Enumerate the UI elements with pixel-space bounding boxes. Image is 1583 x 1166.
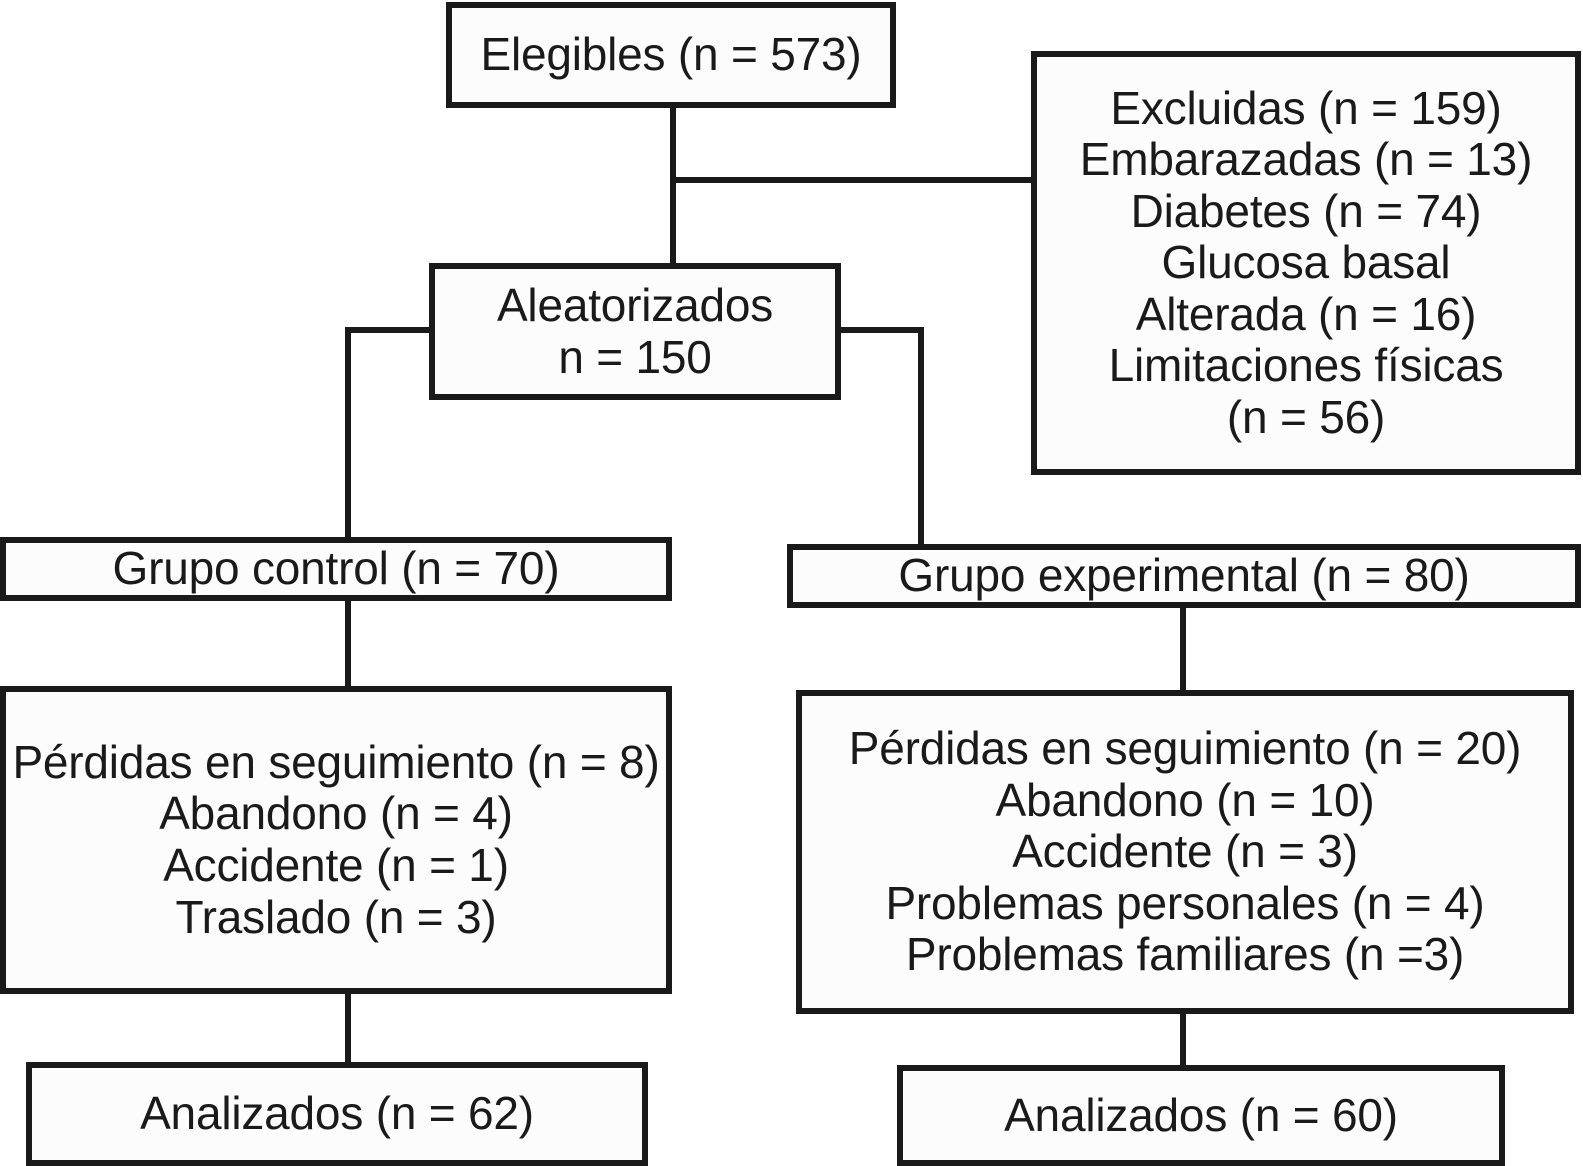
node-analyzed-experimental-line-1: Analizados (n = 60) <box>1004 1088 1398 1141</box>
node-loss-control-line-2: Abandono (n = 4) <box>159 787 513 840</box>
node-control-group-line-1: Grupo control (n = 70) <box>112 542 560 595</box>
connector-randomized-to-experimental-horizontal <box>836 327 924 333</box>
node-eligible-line-1: Elegibles (n = 573) <box>480 28 862 81</box>
node-loss-control: Pérdidas en seguimiento (n = 8) Abandono… <box>0 686 672 994</box>
node-excluded-line-2: Embarazadas (n = 13) <box>1079 133 1533 186</box>
node-excluded: Excluidas (n = 159) Embarazadas (n = 13)… <box>1031 51 1581 475</box>
node-loss-experimental-line-2: Abandono (n = 10) <box>995 773 1375 826</box>
node-randomized: Aleatorizados n = 150 <box>429 263 841 400</box>
node-excluded-line-3: Diabetes (n = 74) <box>1130 184 1482 237</box>
node-loss-experimental: Pérdidas en seguimiento (n = 20) Abandon… <box>796 690 1574 1014</box>
node-analyzed-control: Analizados (n = 62) <box>26 1062 648 1166</box>
connector-eligible-to-excluded <box>670 177 1037 183</box>
connector-randomized-to-control-vertical <box>345 327 351 542</box>
node-excluded-line-5: Alterada (n = 16) <box>1135 287 1477 340</box>
node-experimental-group-line-1: Grupo experimental (n = 80) <box>898 549 1470 602</box>
node-loss-control-line-4: Traslado (n = 3) <box>175 890 497 943</box>
node-loss-control-line-3: Accidente (n = 1) <box>163 839 509 891</box>
connector-loss-control-to-analyzed <box>345 988 351 1068</box>
connector-randomized-to-control-horizontal <box>345 327 435 333</box>
node-eligible: Elegibles (n = 573) <box>446 2 896 108</box>
node-experimental-group: Grupo experimental (n = 80) <box>787 544 1581 608</box>
node-randomized-line-2: n = 150 <box>558 330 712 383</box>
connector-control-to-loss <box>345 597 351 692</box>
node-loss-experimental-line-1: Pérdidas en seguimiento (n = 20) <box>848 722 1522 775</box>
node-loss-experimental-line-5: Problemas familiares (n =3) <box>905 928 1465 981</box>
node-analyzed-control-line-1: Analizados (n = 62) <box>140 1087 534 1140</box>
node-excluded-line-7: (n = 56) <box>1226 390 1386 443</box>
node-loss-control-line-1: Pérdidas en seguimiento (n = 8) <box>12 735 660 788</box>
node-excluded-line-1: Excluidas (n = 159) <box>1110 81 1502 134</box>
node-analyzed-experimental: Analizados (n = 60) <box>897 1065 1505 1166</box>
node-randomized-line-1: Aleatorizados <box>496 278 774 331</box>
node-loss-experimental-line-3: Accidente (n = 3) <box>1012 825 1358 878</box>
connector-randomized-to-experimental-vertical <box>918 327 924 549</box>
node-control-group: Grupo control (n = 70) <box>0 537 672 601</box>
node-loss-experimental-line-4: Problemas personales (n = 4) <box>885 876 1485 929</box>
node-excluded-line-4: Glucosa basal <box>1161 236 1451 289</box>
connector-loss-experimental-to-analyzed <box>1180 1008 1186 1070</box>
connector-experimental-to-loss <box>1180 604 1186 696</box>
connector-eligible-to-randomized <box>670 104 676 269</box>
node-excluded-line-6: Limitaciones físicas <box>1108 339 1504 392</box>
